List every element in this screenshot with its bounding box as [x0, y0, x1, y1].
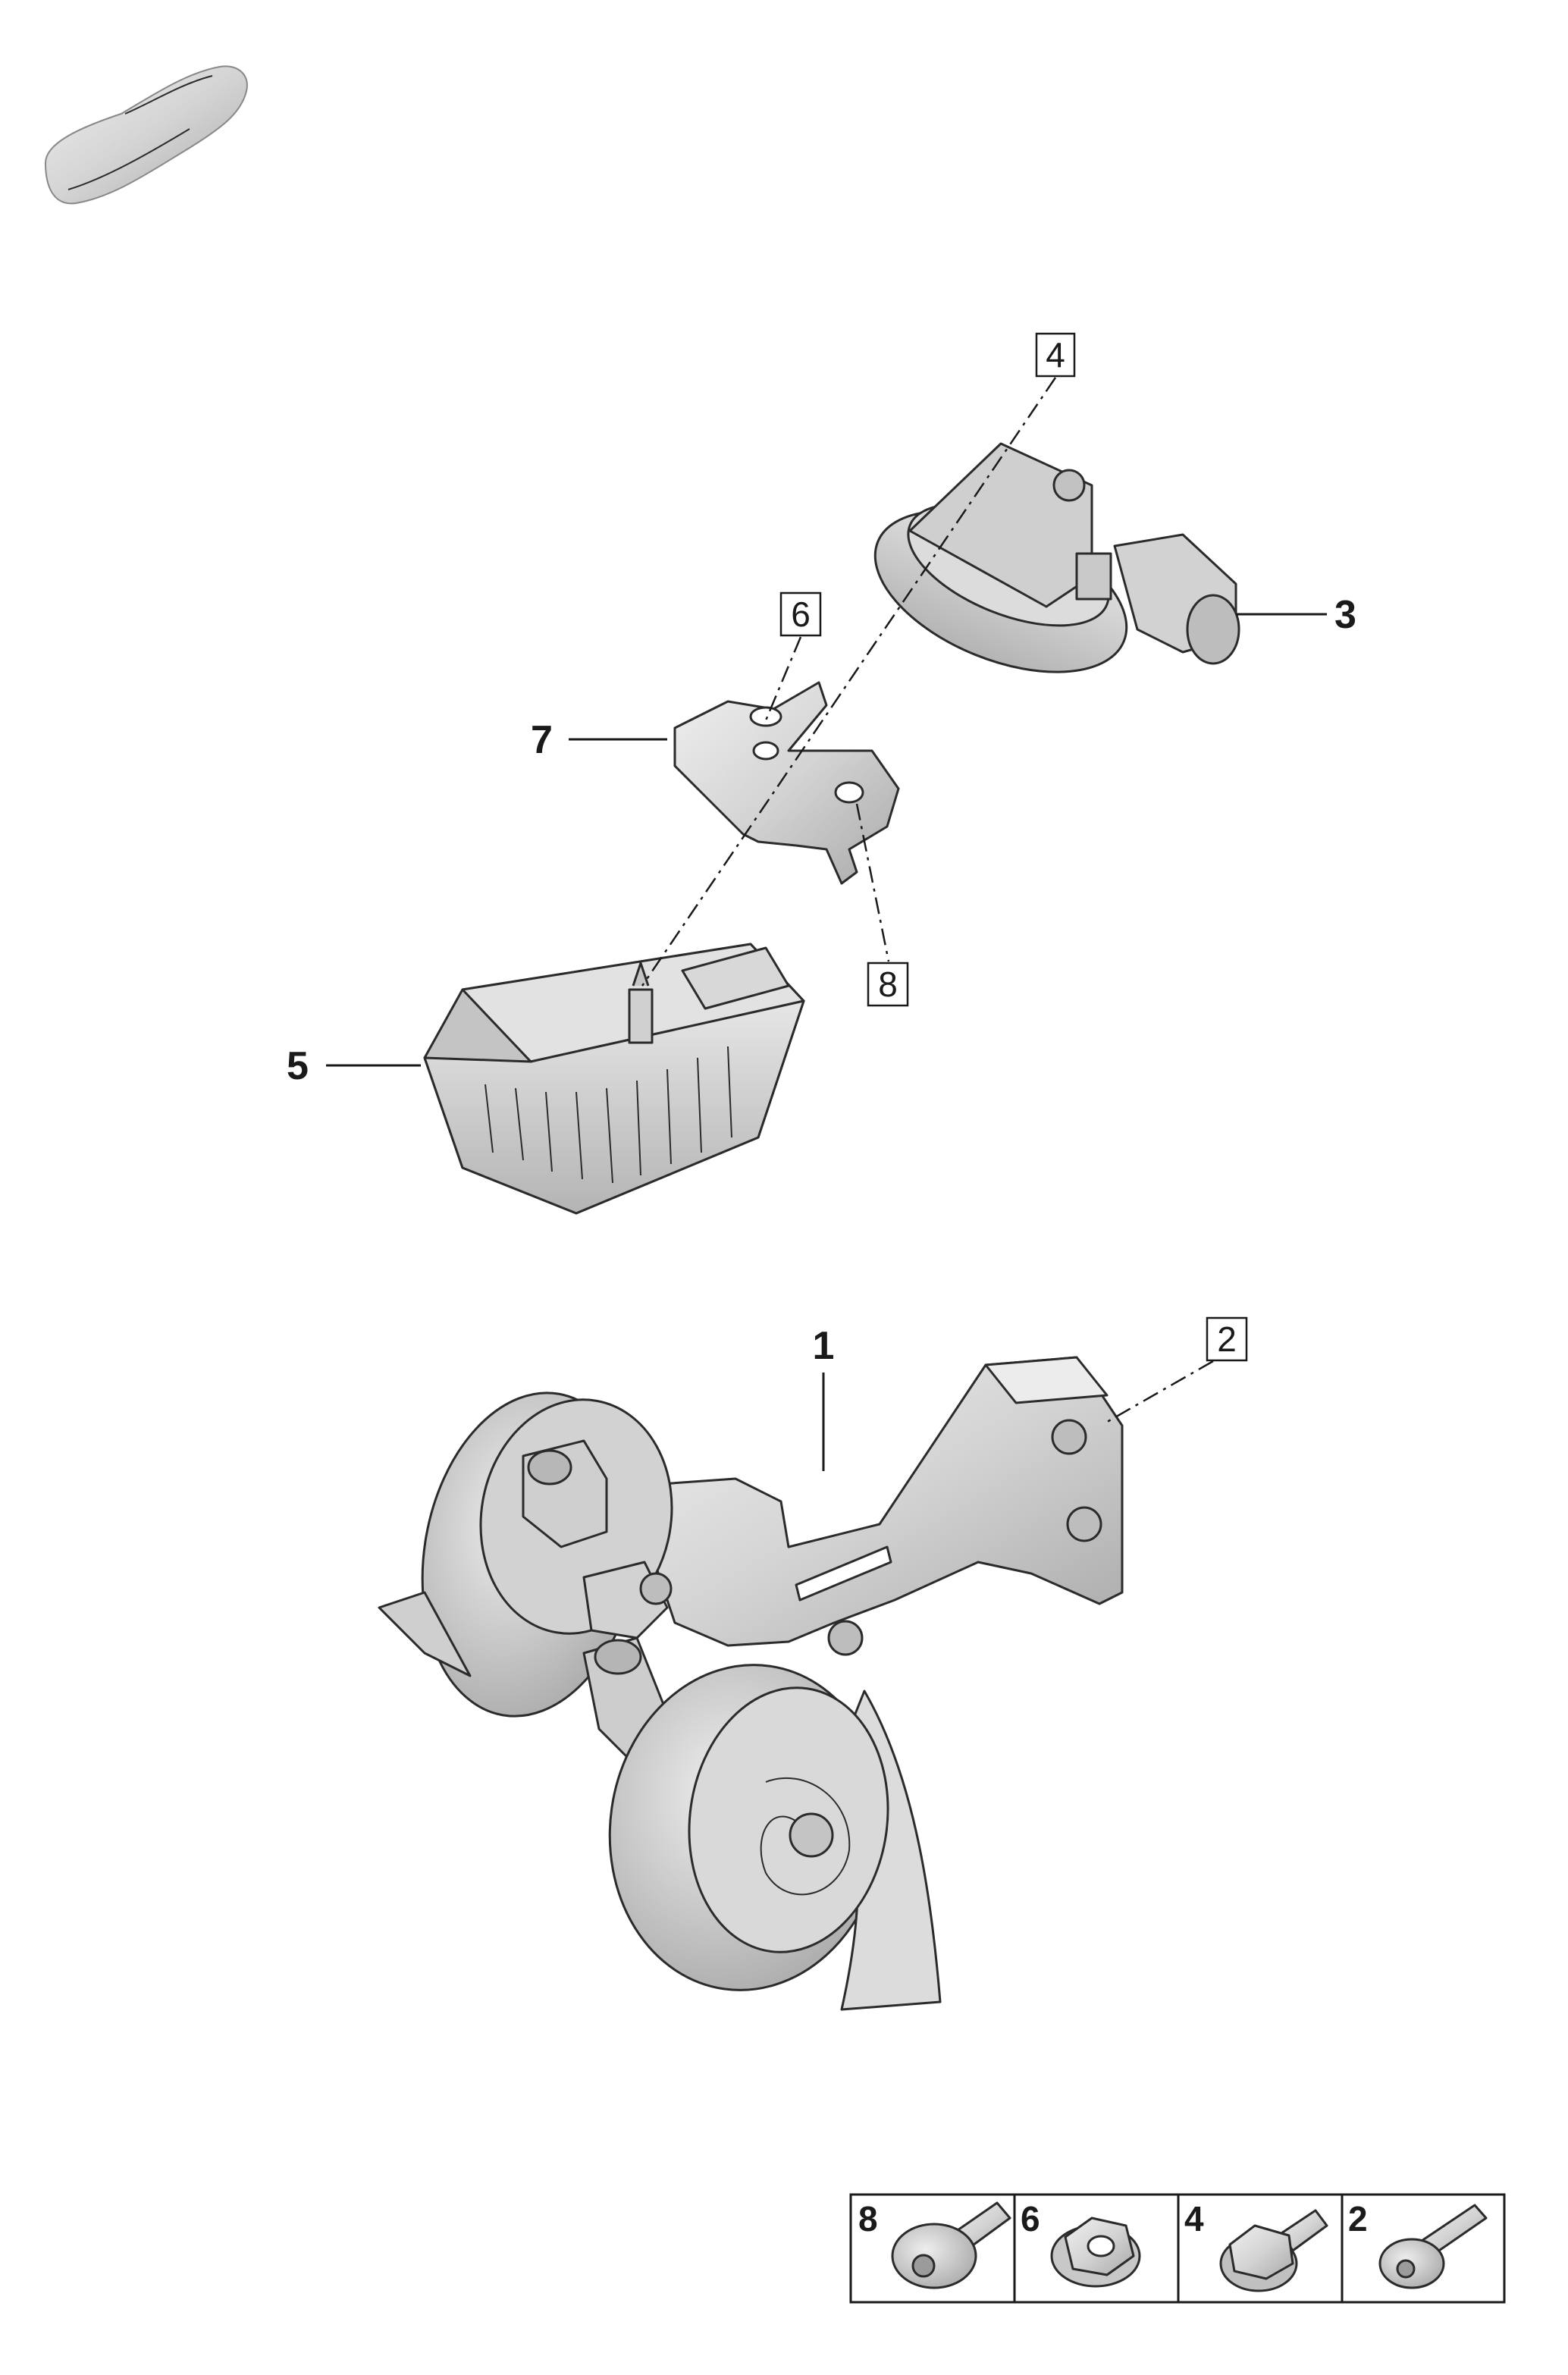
assembly-line-6 — [764, 636, 802, 721]
part-5-control-module — [423, 943, 805, 1215]
legend-number-8: 8 — [858, 2199, 878, 2239]
assembly-line-4 — [641, 377, 1057, 987]
part-3-horn-unit — [873, 442, 1240, 673]
callout-3: 3 — [1334, 593, 1356, 637]
part-7-bracket — [673, 681, 900, 885]
callout-2: 2 — [1217, 1319, 1237, 1359]
callout-box-2 — [1206, 1316, 1248, 1362]
legend-number-2: 2 — [1348, 2199, 1368, 2239]
callout-1: 1 — [813, 1324, 835, 1368]
legend-number-4: 4 — [1184, 2199, 1204, 2239]
torx-screw-icon — [1378, 2204, 1488, 2289]
callout-5: 5 — [287, 1044, 309, 1088]
torx-flange-bolt-icon — [891, 2201, 1011, 2289]
callout-box-4 — [1035, 332, 1076, 378]
callout-7: 7 — [531, 718, 553, 762]
hex-flange-nut-icon — [1050, 2217, 1141, 2288]
callout-8: 8 — [878, 965, 898, 1004]
hex-flange-bolt-icon — [1219, 2209, 1328, 2292]
fastener-legend: 8 6 4 2 — [849, 2193, 1506, 2304]
callout-box-6 — [779, 591, 822, 637]
callout-box-8 — [867, 962, 909, 1007]
callout-6: 6 — [791, 595, 811, 634]
callout-4: 4 — [1046, 335, 1065, 375]
part-1-horn-assembly — [378, 1356, 1124, 2011]
legend-number-6: 6 — [1021, 2199, 1040, 2239]
assembly-line-2 — [1102, 1360, 1214, 1426]
assembly-line-8 — [855, 803, 890, 962]
vehicle-thumbnail-icon — [44, 65, 248, 205]
